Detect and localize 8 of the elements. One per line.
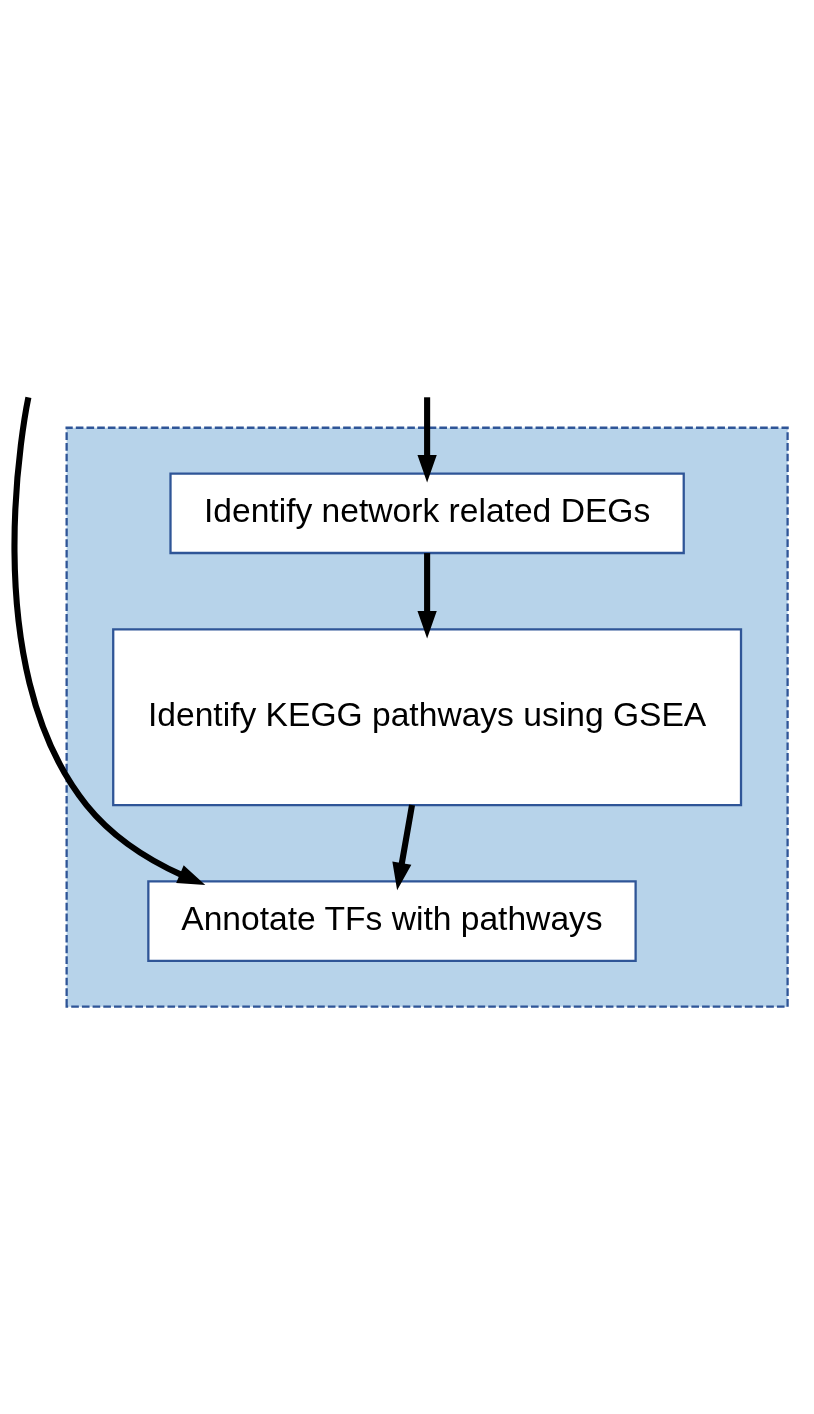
arrow [417,552,437,639]
node-box: Identify KEGG pathways using GSEA [112,627,743,806]
cluster [65,426,789,1008]
arrow [417,396,437,483]
arrow [11,396,206,885]
arrow [392,804,415,890]
node-box: Identify network related DEGs [169,471,685,554]
node-box: Annotate TFs with pathways [147,879,637,962]
